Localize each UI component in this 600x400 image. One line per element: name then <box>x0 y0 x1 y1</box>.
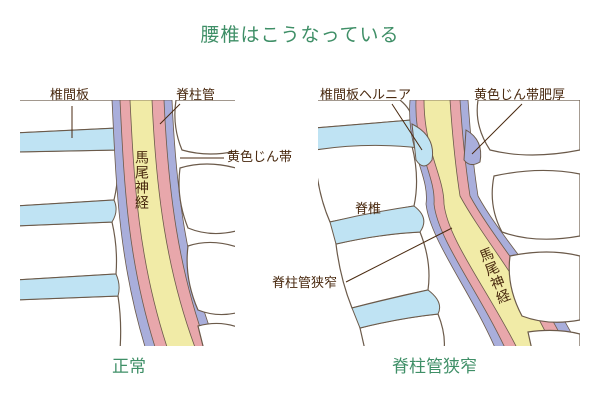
caption-stenosis: 脊柱管狭窄 <box>392 357 477 377</box>
thickened-ligament-bump <box>463 129 482 166</box>
cauda-equina-left <box>129 100 195 346</box>
posterior-elements-right <box>476 100 580 346</box>
label-disc: 椎間板 <box>50 88 90 103</box>
discs-right <box>318 119 441 329</box>
label-spinal-canal: 脊柱管 <box>176 88 216 103</box>
leader-lines-right <box>345 103 523 283</box>
label-vertebra: 脊椎 <box>355 202 382 217</box>
label-ligament-hypertrophy: 黄色じん帯肥厚 <box>474 88 566 103</box>
stenosis-spine-illustration <box>318 100 580 346</box>
normal-spine-illustration <box>20 100 235 346</box>
label-stenosis: 脊柱管狭窄 <box>272 276 338 291</box>
caption-normal: 正常 <box>112 357 146 377</box>
cauda-equina-right <box>423 100 553 346</box>
label-ligamentum-flavum: 黄色じん帯 <box>227 150 293 165</box>
herniation-bulge <box>411 123 434 167</box>
label-disc-herniation: 椎間板ヘルニア <box>320 88 412 103</box>
leader-lines-left <box>71 103 224 159</box>
posterior-elements-left <box>174 100 235 346</box>
page-title: 腰椎はこうなっている <box>200 24 400 46</box>
label-cauda-equina-left: 馬尾神経 <box>133 150 149 210</box>
